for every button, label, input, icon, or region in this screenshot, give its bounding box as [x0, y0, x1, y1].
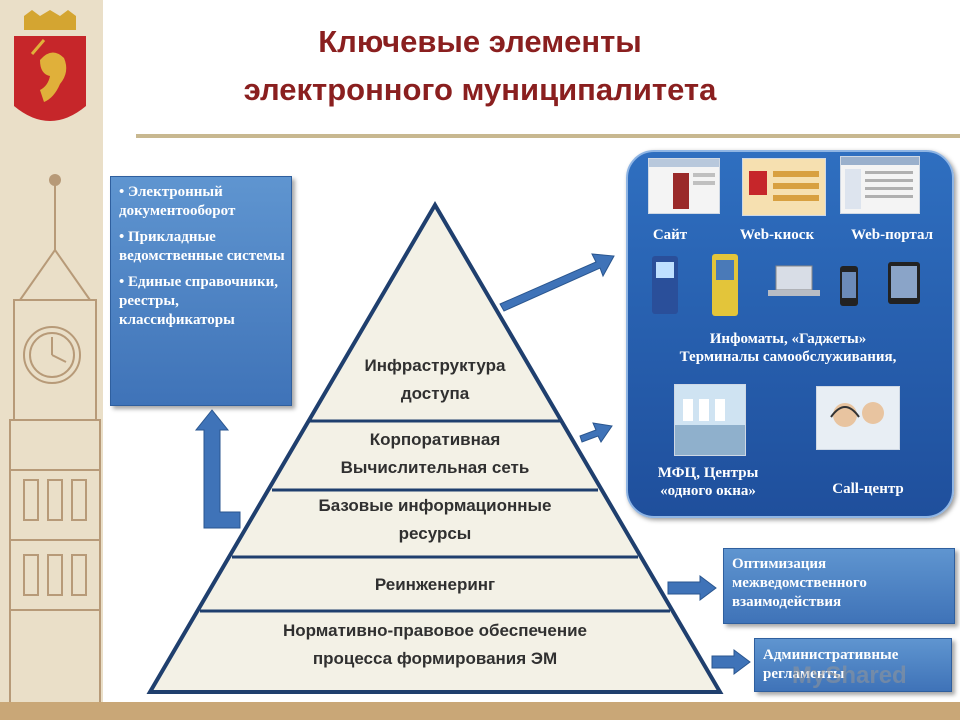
list-item: Единые справочники, реестры, классификат…	[119, 273, 285, 330]
gadgets-caption: Инфоматы, «Гаджеты» Терминалы самообслуж…	[632, 330, 944, 366]
callcenter-photo	[816, 386, 900, 450]
gadgets-line: Инфоматы, «Гаджеты»	[709, 331, 867, 347]
list-item: Прикладные ведомственные системы	[119, 228, 285, 266]
layer-label: Инфраструктура	[364, 356, 506, 375]
layer-reengineering: Реинженеринг	[260, 571, 610, 599]
callcenter-label: Call-центр	[832, 481, 904, 497]
arrow-to-access-bottom	[579, 422, 613, 443]
layer-label: Базовые информационные	[318, 496, 552, 515]
mfc-caption: МФЦ, Центры «одного окна»	[638, 464, 778, 500]
mfc-photo	[674, 384, 746, 456]
optimization-box: Оптимизация межведомственного взаимодейс…	[723, 548, 955, 624]
pyramid-diagram	[146, 201, 724, 694]
tablet-icon	[888, 262, 920, 304]
gadgets-line: Терминалы самообслуживания,	[679, 349, 897, 365]
layer-resources: Базовые информационные ресурсы	[260, 492, 610, 548]
layer-label: Нормативно-правовое обеспечение	[282, 621, 588, 640]
portal-label: Web-портал	[850, 227, 934, 243]
infomat-icon	[712, 254, 738, 316]
layer-label: Реинженеринг	[374, 575, 496, 594]
layer-label: Вычислительная сеть	[340, 458, 530, 477]
layer-label: ресурсы	[398, 524, 472, 543]
kiosk-screenshot	[742, 158, 826, 216]
layer-legal: Нормативно-правовое обеспечение процесса…	[200, 617, 670, 673]
bottom-bar	[0, 702, 960, 720]
phone-icon	[840, 266, 858, 306]
systems-list: Электронный документооборот Прикладные в…	[119, 183, 285, 330]
systems-box: Электронный документооборот Прикладные в…	[110, 176, 292, 406]
mfc-line: «одного окна»	[660, 483, 756, 499]
terminal-icon	[652, 256, 678, 314]
layer-network: Корпоративная Вычислительная сеть	[280, 426, 590, 482]
title-line-2: электронного муниципалитета	[243, 72, 717, 107]
arrow-to-optimization	[667, 575, 717, 601]
elbow-arrow	[194, 409, 241, 529]
site-label: Сайт	[652, 227, 688, 243]
mfc-line: МФЦ, Центры	[657, 465, 759, 481]
gadgets-illustration	[652, 254, 920, 316]
watermark-logo: MyShared	[792, 662, 907, 689]
kiosk-label: Web-киоск	[739, 227, 815, 243]
title-line-1: Ключевые элементы	[318, 24, 642, 59]
arrow-to-access-top	[499, 253, 615, 312]
layer-access: Инфраструктура доступа	[300, 352, 570, 408]
pyramid-outline	[146, 201, 724, 694]
list-item: Электронный документооборот	[119, 183, 285, 221]
arrow-to-regulations	[711, 649, 751, 675]
layer-label: процесса формирования ЭМ	[312, 649, 558, 668]
portal-screenshot	[840, 156, 920, 214]
layer-label: доступа	[400, 384, 470, 403]
regulations-box: Административные регламенты	[754, 638, 952, 692]
title-divider	[136, 134, 960, 138]
laptop-icon	[768, 265, 820, 296]
coat-of-arms-emblem	[10, 10, 90, 136]
page-title: Ключевые элементы электронного муниципал…	[140, 18, 820, 114]
layer-label: Корпоративная	[369, 430, 501, 449]
website-screenshot	[648, 158, 720, 214]
